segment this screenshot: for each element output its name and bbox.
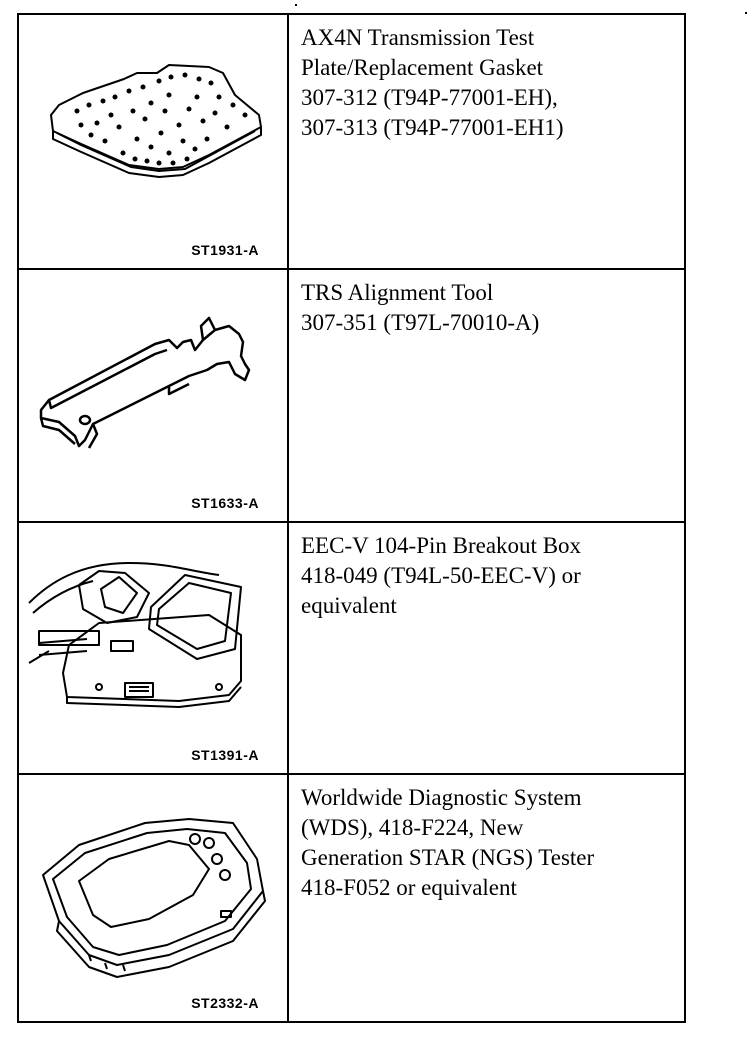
figure-code: ST1391-A — [191, 747, 259, 763]
illustration-cell: ST1931-A — [19, 15, 289, 268]
description-line: 418-F052 or equivalent — [301, 875, 517, 900]
breakout-box-illustration — [28, 562, 242, 708]
stray-mark — [295, 4, 297, 6]
figure-code: ST1633-A — [191, 495, 259, 511]
illustration-cell: ST1633-A — [19, 270, 289, 521]
tool-description: TRS Alignment Tool 307-351 (T97L-70010-A… — [301, 278, 676, 338]
special-tools-table: ST1931-A AX4N Transmission Test Plate/Re… — [17, 13, 686, 1023]
figure-code: ST2332-A — [191, 995, 259, 1011]
description-line: (WDS), 418-F224, New — [301, 815, 524, 840]
tool-row: ST2332-A Worldwide Diagnostic System (WD… — [19, 773, 684, 1021]
tool-row: ST1391-A EEC-V 104-Pin Breakout Box 418-… — [19, 521, 684, 773]
description-line: Worldwide Diagnostic System — [301, 785, 582, 810]
tool-description: Worldwide Diagnostic System (WDS), 418-F… — [301, 783, 676, 903]
description-line: 307-351 (T97L-70010-A) — [301, 310, 540, 335]
description-line: EEC-V 104-Pin Breakout Box — [301, 533, 582, 558]
diagnostic-tester-illustration — [42, 818, 266, 978]
bolt-holes — [74, 72, 248, 166]
illustration-cell: ST2332-A — [19, 775, 289, 1021]
description-line: Plate/Replacement Gasket — [301, 55, 544, 80]
stray-mark — [745, 12, 747, 14]
tool-row: ST1931-A AX4N Transmission Test Plate/Re… — [19, 15, 684, 268]
description-line: 307-312 (T94P-77001-EH), — [301, 85, 558, 110]
figure-code: ST1931-A — [191, 242, 259, 258]
tool-row: ST1633-A TRS Alignment Tool 307-351 (T97… — [19, 268, 684, 521]
description-line: 418-049 (T94L-50-EEC-V) or — [301, 563, 581, 588]
description-line: AX4N Transmission Test — [301, 25, 535, 50]
transmission-test-plate-illustration — [50, 64, 262, 178]
illustration-cell: ST1391-A — [19, 523, 289, 773]
tool-description: AX4N Transmission Test Plate/Replacement… — [301, 23, 676, 143]
description-line: equivalent — [301, 593, 397, 618]
description-line: 307-313 (T94P-77001-EH1) — [301, 115, 564, 140]
description-line: TRS Alignment Tool — [301, 280, 494, 305]
description-line: Generation STAR (NGS) Tester — [301, 845, 595, 870]
tool-description: EEC-V 104-Pin Breakout Box 418-049 (T94L… — [301, 531, 676, 621]
trs-alignment-tool-illustration — [39, 316, 251, 449]
